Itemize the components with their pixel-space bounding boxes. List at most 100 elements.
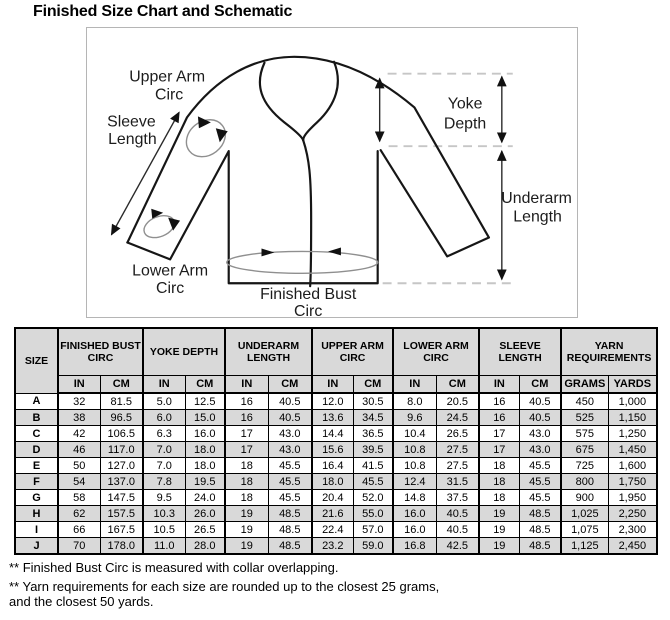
value-cell: 10.5 xyxy=(142,521,186,538)
value-cell: 17 xyxy=(224,425,269,442)
value-cell: 127.0 xyxy=(99,457,144,474)
value-cell: 12.0 xyxy=(311,392,354,410)
size-cell: H xyxy=(14,505,59,522)
finished-bust-circ-label: Finished Bust xyxy=(260,286,357,303)
value-cell: 66 xyxy=(57,521,101,538)
footnotes: ** Finished Bust Circ is measured with c… xyxy=(9,560,445,613)
value-cell: 16 xyxy=(478,409,520,426)
value-cell: 10.8 xyxy=(392,457,437,474)
col-group-sleeve-length: SLEEVE LENGTH xyxy=(478,327,562,376)
value-cell: 10.4 xyxy=(392,425,437,442)
col-header-in: IN xyxy=(311,375,354,394)
col-group-upper-arm-circ: UPPER ARM CIRC xyxy=(311,327,394,376)
value-cell: 19.5 xyxy=(184,473,226,490)
value-cell: 7.8 xyxy=(142,473,186,490)
value-cell: 43.0 xyxy=(518,425,562,442)
size-cell: I xyxy=(14,521,59,538)
ellipse-arrowheads xyxy=(151,116,341,257)
value-cell: 725 xyxy=(560,457,609,474)
sweater-schematic: Upper Arm Circ Sleeve Length Lower Arm C… xyxy=(107,55,572,317)
col-header-in: IN xyxy=(142,375,186,394)
value-cell: 59.0 xyxy=(352,537,394,555)
lower-arm-circ-label: Circ xyxy=(156,280,184,297)
value-cell: 15.0 xyxy=(184,409,226,426)
size-table-container: SIZE FINISHED BUST CIRC YOKE DEPTH UNDER… xyxy=(14,327,659,555)
value-cell: 157.5 xyxy=(99,505,144,522)
value-cell: 45.5 xyxy=(518,489,562,506)
page-title: Finished Size Chart and Schematic xyxy=(33,3,293,20)
value-cell: 81.5 xyxy=(99,392,144,410)
value-cell: 19 xyxy=(478,537,520,555)
value-cell: 55.0 xyxy=(352,505,394,522)
col-header-in: IN xyxy=(392,375,437,394)
upper-arm-circ-ellipse xyxy=(185,119,227,158)
value-cell: 48.5 xyxy=(518,521,562,538)
sleeve-length-label: Length xyxy=(108,131,157,148)
value-cell: 147.5 xyxy=(99,489,144,506)
value-cell: 16 xyxy=(224,409,269,426)
value-cell: 48.5 xyxy=(267,505,313,522)
col-header-size: SIZE xyxy=(14,327,59,394)
value-cell: 19 xyxy=(224,521,269,538)
value-cell: 16.8 xyxy=(392,537,437,555)
value-cell: 22.4 xyxy=(311,521,354,538)
value-cell: 39.5 xyxy=(352,441,394,458)
value-cell: 2,450 xyxy=(607,537,658,555)
sleeve-length-label: Sleeve xyxy=(107,113,156,130)
value-cell: 137.0 xyxy=(99,473,144,490)
value-cell: 18 xyxy=(224,489,269,506)
value-cell: 675 xyxy=(560,441,609,458)
value-cell: 40.5 xyxy=(518,409,562,426)
value-cell: 9.5 xyxy=(142,489,186,506)
value-cell: 40.5 xyxy=(267,392,313,410)
upper-arm-circ-label: Upper Arm xyxy=(129,69,205,86)
col-group-finished-bust-circ: FINISHED BUST CIRC xyxy=(57,327,144,376)
value-cell: 106.5 xyxy=(99,425,144,442)
underarm-length-label: Underarm xyxy=(501,190,572,207)
value-cell: 1,250 xyxy=(607,425,658,442)
value-cell: 16.4 xyxy=(311,457,354,474)
value-cell: 1,450 xyxy=(607,441,658,458)
value-cell: 20.5 xyxy=(435,392,480,410)
value-cell: 24.5 xyxy=(435,409,480,426)
value-cell: 14.4 xyxy=(311,425,354,442)
value-cell: 17 xyxy=(478,425,520,442)
value-cell: 42 xyxy=(57,425,101,442)
size-cell: C xyxy=(14,425,59,442)
size-cell: G xyxy=(14,489,59,506)
value-cell: 575 xyxy=(560,425,609,442)
value-cell: 19 xyxy=(478,521,520,538)
value-cell: 48.5 xyxy=(518,537,562,555)
value-cell: 1,950 xyxy=(607,489,658,506)
value-cell: 19 xyxy=(478,505,520,522)
value-cell: 6.0 xyxy=(142,409,186,426)
value-cell: 41.5 xyxy=(352,457,394,474)
footnote-yarn: ** Yarn requirements for each size are r… xyxy=(9,578,440,610)
value-cell: 11.0 xyxy=(142,537,186,555)
value-cell: 37.5 xyxy=(435,489,480,506)
value-cell: 18.0 xyxy=(184,441,226,458)
value-cell: 15.6 xyxy=(311,441,354,458)
value-cell: 96.5 xyxy=(99,409,144,426)
value-cell: 17 xyxy=(224,441,269,458)
value-cell: 13.6 xyxy=(311,409,354,426)
value-cell: 50 xyxy=(57,457,101,474)
value-cell: 18.0 xyxy=(184,457,226,474)
col-header-yards: YARDS xyxy=(607,375,658,394)
value-cell: 45.5 xyxy=(267,457,313,474)
value-cell: 40.5 xyxy=(267,409,313,426)
col-group-underarm-length: UNDERARM LENGTH xyxy=(224,327,313,376)
value-cell: 52.0 xyxy=(352,489,394,506)
value-cell: 27.5 xyxy=(435,441,480,458)
lower-arm-circ-label: Lower Arm xyxy=(132,262,208,279)
value-cell: 167.5 xyxy=(99,521,144,538)
col-header-cm: CM xyxy=(518,375,562,394)
size-cell: D xyxy=(14,441,59,458)
